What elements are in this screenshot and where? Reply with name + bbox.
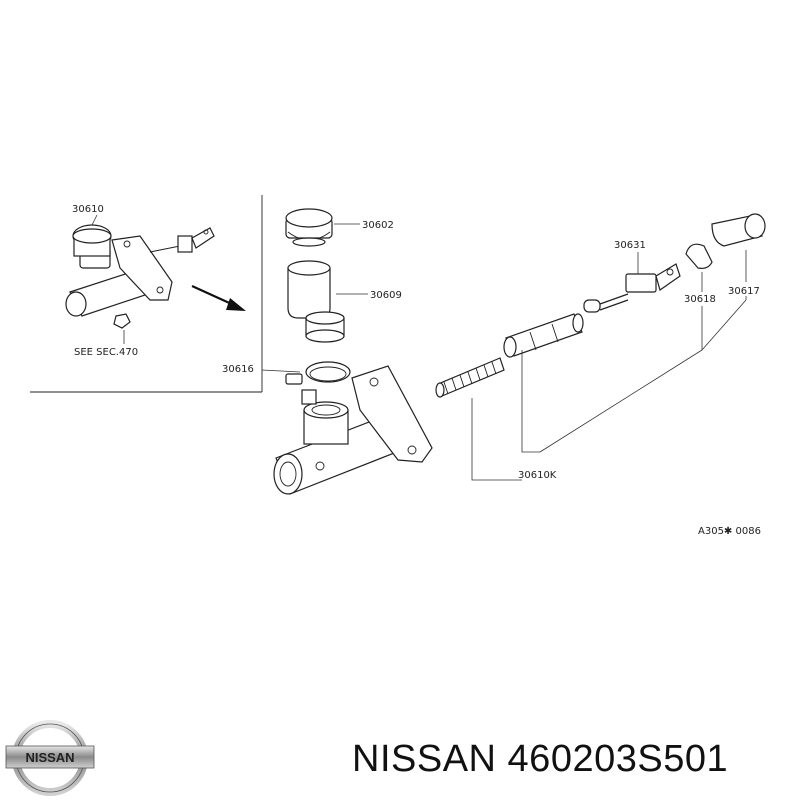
label-30616: 30616	[222, 364, 254, 375]
reservoir-cap	[285, 208, 360, 247]
footer-caption: NISSAN 460203S501	[352, 738, 728, 781]
footer-brand: NISSAN	[352, 738, 497, 780]
piston-assembly	[503, 293, 629, 358]
nissan-logo: NISSAN	[5, 720, 95, 796]
label-30610k: 30610K	[518, 470, 557, 481]
logo-text: NISSAN	[25, 750, 74, 765]
label-30609: 30609	[370, 290, 402, 301]
inset-master-cylinder	[65, 214, 215, 344]
dust-boot	[711, 213, 766, 282]
push-rod-clevis	[625, 252, 681, 293]
diagram-code: A305✱ 0086	[698, 526, 761, 537]
label-30610: 30610	[72, 204, 104, 215]
label-30617: 30617	[728, 286, 760, 297]
return-spring	[435, 357, 505, 398]
inset-frame	[30, 195, 263, 393]
label-30631: 30631	[614, 240, 646, 251]
reservoir-tank	[287, 260, 368, 343]
master-cylinder-body	[273, 365, 433, 495]
footer-part-number: 460203S501	[507, 738, 729, 780]
label-see-sec: SEE SEC.470	[74, 347, 138, 358]
clamp-ring	[261, 361, 351, 385]
retaining-clip	[685, 243, 713, 292]
label-30602: 30602	[362, 220, 394, 231]
label-30618: 30618	[684, 294, 716, 305]
direction-arrow	[191, 284, 246, 311]
kit-leader-lines	[471, 296, 747, 481]
